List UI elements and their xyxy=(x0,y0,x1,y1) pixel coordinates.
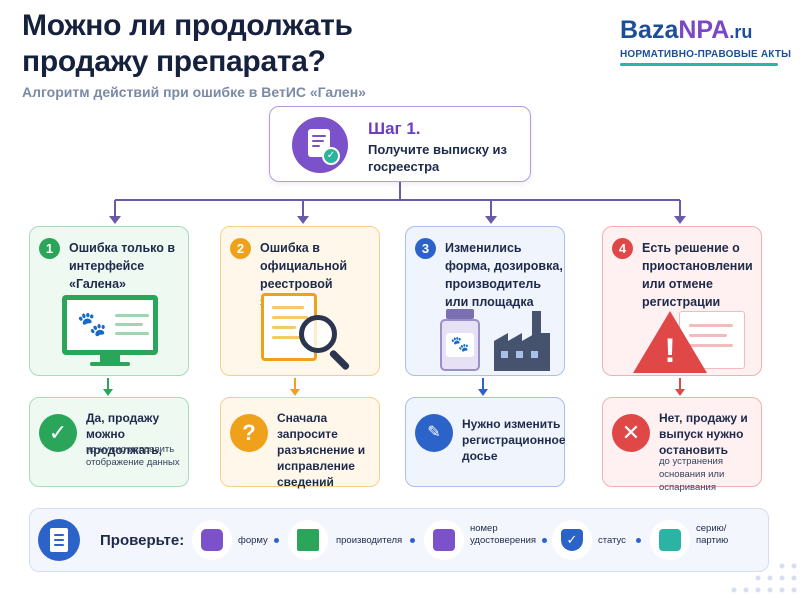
factory-shape xyxy=(297,529,319,551)
check-item-label: производителя xyxy=(336,535,403,546)
box-shape xyxy=(659,529,681,551)
result-card-3: ✎ Нужно изменить регистрационное досье xyxy=(405,397,566,487)
bazanpa-logo[interactable]: BazaNPA.ru НОРМАТИВНО-ПРАВОВЫЕ АКТЫ xyxy=(620,16,792,66)
check-item-label: форму xyxy=(238,535,268,546)
logo-underline xyxy=(620,63,778,66)
result-card-2: ? Сначала запросите разъяснение и исправ… xyxy=(220,397,380,489)
case-text: Изменились форма, дозировка, производите… xyxy=(445,241,563,309)
screen-line xyxy=(115,323,143,326)
document-check-icon: ✓ xyxy=(292,117,348,173)
result-note: до устранения основания или оспаривания xyxy=(659,456,725,493)
logo-npa: NPA xyxy=(678,16,730,44)
vial-shape xyxy=(201,529,223,551)
doc-line xyxy=(272,306,304,309)
monitor-icon: 🐾 xyxy=(62,295,158,355)
separator-dot xyxy=(542,538,547,543)
separator-dot xyxy=(410,538,415,543)
logo-tagline: НОРМАТИВНО-ПРАВОВЫЕ АКТЫ xyxy=(620,49,792,60)
arrowhead-4 xyxy=(674,216,686,224)
arrowhead-result-1 xyxy=(103,389,113,396)
question-icon: ? xyxy=(230,414,268,452)
id-card-icon xyxy=(424,520,464,560)
doc-line xyxy=(312,135,326,137)
check-badge: ✓ xyxy=(322,147,340,165)
exclamation-icon: ! xyxy=(664,332,676,370)
arrowhead-result-3 xyxy=(478,389,488,396)
doc-line xyxy=(272,326,296,329)
magnifier-handle xyxy=(328,349,351,371)
case-number-badge: 3 xyxy=(415,238,436,259)
result-text: Нет, продажу и выпуск нужно остановить xyxy=(659,411,748,457)
magnifier-icon xyxy=(299,315,337,353)
result-card-4: ✕ Нет, продажу и выпуск нужно остановить… xyxy=(602,397,762,493)
step-title: Шаг 1. xyxy=(368,119,421,138)
monitor-base xyxy=(90,362,130,366)
checklist-panel: Проверьте: форму производителя номер удо… xyxy=(29,508,769,572)
result-text: Да, продажу можно продолжать, xyxy=(86,411,162,457)
page-subtitle: Алгоритм действий при ошибке в ВетИС «Га… xyxy=(22,84,366,100)
id-card-shape xyxy=(433,529,455,551)
result-text: Сначала запросите разъяснение и исправле… xyxy=(277,411,366,489)
checklist-title: Проверьте: xyxy=(100,532,185,549)
check-icon: ✓ xyxy=(39,414,77,452)
paw-icon: 🐾 xyxy=(77,311,107,338)
case-number-badge: 2 xyxy=(230,238,251,259)
arrowhead-result-2 xyxy=(290,389,300,396)
shield-check-icon: ✓ xyxy=(552,520,592,560)
vial-icon: 🐾 xyxy=(440,319,480,371)
logo-ru: .ru xyxy=(729,22,753,42)
box-icon xyxy=(650,520,690,560)
cross-icon: ✕ xyxy=(612,414,650,452)
screen-line xyxy=(115,332,149,335)
shield-shape: ✓ xyxy=(561,529,583,551)
vial-cap xyxy=(446,309,474,319)
case-text: Ошибка только в интерфейсе «Галена» xyxy=(69,241,176,291)
factory-icon xyxy=(494,311,550,371)
result-note: но нужно исправить отображение данных xyxy=(86,444,180,468)
step-1-box: ✓ Шаг 1. Получите выписку из госреестра xyxy=(269,106,531,182)
arrowhead-2 xyxy=(297,216,309,224)
doc-line xyxy=(272,316,308,319)
result-card-1: ✓ Да, продажу можно продолжать, но нужно… xyxy=(29,397,189,487)
doc-line xyxy=(312,145,320,147)
result-text: Нужно изменить регистрационное досье xyxy=(462,417,566,463)
check-item-label: статус xyxy=(598,535,626,546)
step-text: Получите выписку из госреестра xyxy=(368,142,507,174)
monitor-stand xyxy=(100,355,120,363)
clipboard-sheet xyxy=(50,528,68,552)
arrowhead-3 xyxy=(485,216,497,224)
clipboard-line xyxy=(54,539,64,541)
doc-line xyxy=(689,324,733,327)
doc-line xyxy=(272,336,302,339)
clipboard-line xyxy=(54,544,64,546)
logo-wordmark: BazaNPA.ru xyxy=(620,16,780,46)
decorative-dot-grid xyxy=(731,563,797,593)
arrowhead-result-4 xyxy=(675,389,685,396)
vial-icon xyxy=(192,520,232,560)
doc-line xyxy=(689,344,733,347)
case-card-2: 2 Ошибка в официальной реестровой записи xyxy=(220,226,380,376)
separator-dot xyxy=(636,538,641,543)
separator-dot xyxy=(274,538,279,543)
clipboard-line xyxy=(54,534,64,536)
factory-icon xyxy=(288,520,328,560)
case-text: Есть решение о приостановлении или отмен… xyxy=(642,241,753,309)
check-item-label: номер удостоверения xyxy=(470,523,537,546)
case-number-badge: 1 xyxy=(39,238,60,259)
case-card-1: 1 Ошибка только в интерфейсе «Галена» 🐾 xyxy=(29,226,189,376)
edit-document-icon: ✎ xyxy=(415,414,453,452)
doc-line xyxy=(689,334,727,337)
page-title: Можно ли продолжать продажу препарата? xyxy=(22,9,353,78)
arrowhead-1 xyxy=(109,216,121,224)
logo-baza: Baza xyxy=(620,16,679,44)
check-item-label: серию/ партию xyxy=(696,523,729,546)
case-card-3: 3 Изменились форма, дозировка, производи… xyxy=(405,226,565,376)
doc-line xyxy=(312,140,324,142)
clipboard-icon xyxy=(38,519,80,561)
case-card-4: 4 Есть решение о приостановлении или отм… xyxy=(602,226,762,376)
warning-triangle-icon xyxy=(633,311,707,373)
case-number-badge: 4 xyxy=(612,238,633,259)
paw-icon: 🐾 xyxy=(446,333,474,357)
screen-line xyxy=(115,314,149,317)
